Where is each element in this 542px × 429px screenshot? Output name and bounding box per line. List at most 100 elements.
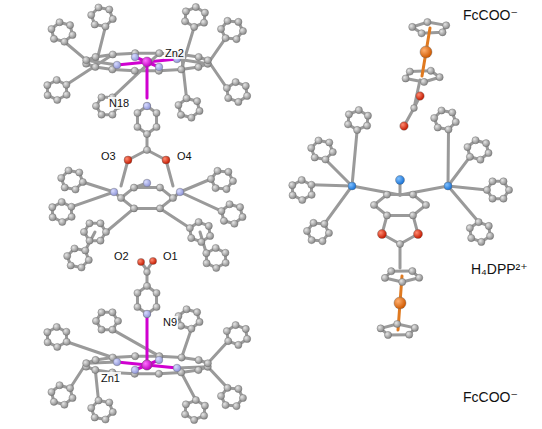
atom	[83, 57, 90, 64]
atom	[130, 184, 137, 191]
atom	[388, 268, 395, 275]
bond	[71, 192, 114, 207]
atom	[400, 122, 408, 130]
atom-label: O2	[113, 250, 130, 262]
atom	[50, 35, 57, 42]
atom	[102, 416, 109, 423]
atom	[56, 382, 63, 389]
atom	[175, 101, 182, 108]
atom	[155, 356, 163, 364]
atom	[203, 250, 210, 257]
atom	[143, 179, 151, 187]
atom	[325, 229, 332, 236]
atom	[487, 232, 494, 239]
atom	[203, 260, 210, 267]
atom	[198, 238, 205, 245]
atom	[223, 85, 230, 92]
atom	[63, 91, 70, 98]
atom	[239, 27, 246, 34]
bond	[86, 362, 117, 363]
atom	[83, 360, 90, 367]
bond	[113, 330, 160, 357]
atom	[477, 156, 484, 163]
atom	[44, 339, 51, 346]
atom	[177, 111, 184, 118]
atom	[308, 237, 315, 244]
atom-label: N18	[108, 97, 130, 109]
atom	[134, 109, 141, 116]
atom	[142, 360, 152, 370]
bond	[67, 342, 113, 358]
atom	[355, 106, 362, 113]
atom	[200, 412, 207, 419]
atom	[91, 21, 98, 28]
atom	[88, 11, 95, 18]
atom	[207, 232, 214, 239]
atom	[153, 289, 160, 296]
atom	[186, 225, 193, 232]
atom	[383, 212, 390, 219]
bond	[311, 185, 352, 186]
atom	[505, 186, 512, 193]
atom	[98, 94, 105, 101]
atom	[485, 149, 492, 156]
atom	[49, 214, 56, 221]
atom	[431, 114, 438, 121]
atom	[466, 225, 473, 232]
atom	[102, 23, 109, 30]
atom	[225, 94, 232, 101]
bond	[134, 207, 160, 210]
atom	[409, 267, 416, 274]
atom	[489, 195, 496, 202]
bond	[146, 62, 149, 98]
bond	[448, 157, 470, 186]
atom	[110, 188, 118, 196]
atom	[310, 219, 317, 226]
atom	[195, 63, 202, 70]
atom	[92, 53, 99, 60]
atom	[289, 192, 296, 199]
atom	[178, 354, 185, 361]
bond	[387, 214, 413, 217]
atom	[212, 185, 219, 192]
atom	[201, 402, 208, 409]
atom	[191, 416, 198, 423]
atom	[98, 309, 105, 316]
atom	[193, 98, 200, 105]
atom	[92, 63, 99, 70]
atom	[354, 126, 361, 133]
atom	[311, 154, 318, 161]
atom	[231, 220, 238, 227]
atom	[500, 178, 507, 185]
atom	[200, 19, 207, 26]
atom	[464, 143, 471, 150]
bond	[352, 186, 400, 195]
bond	[400, 186, 448, 195]
bond	[180, 179, 211, 192]
ion-label: FcCOO⁻	[462, 8, 519, 23]
atom	[244, 92, 251, 99]
atom	[72, 186, 79, 193]
atom	[142, 57, 152, 67]
atom	[156, 184, 163, 191]
atom	[66, 385, 73, 392]
atom	[364, 112, 371, 119]
bond	[208, 341, 228, 363]
atom	[68, 213, 75, 220]
atom-label: Zn2	[164, 47, 185, 59]
atom	[406, 68, 413, 75]
atom	[143, 102, 150, 109]
atom	[434, 124, 441, 131]
bond	[352, 130, 357, 186]
atom	[443, 22, 450, 29]
atom	[204, 57, 211, 64]
atom	[49, 204, 56, 211]
atom-label: O1	[162, 250, 179, 262]
atom	[173, 364, 181, 372]
atom	[416, 274, 423, 281]
atom	[193, 309, 200, 316]
bond	[324, 186, 352, 224]
atom	[214, 167, 221, 174]
atom	[192, 3, 199, 10]
